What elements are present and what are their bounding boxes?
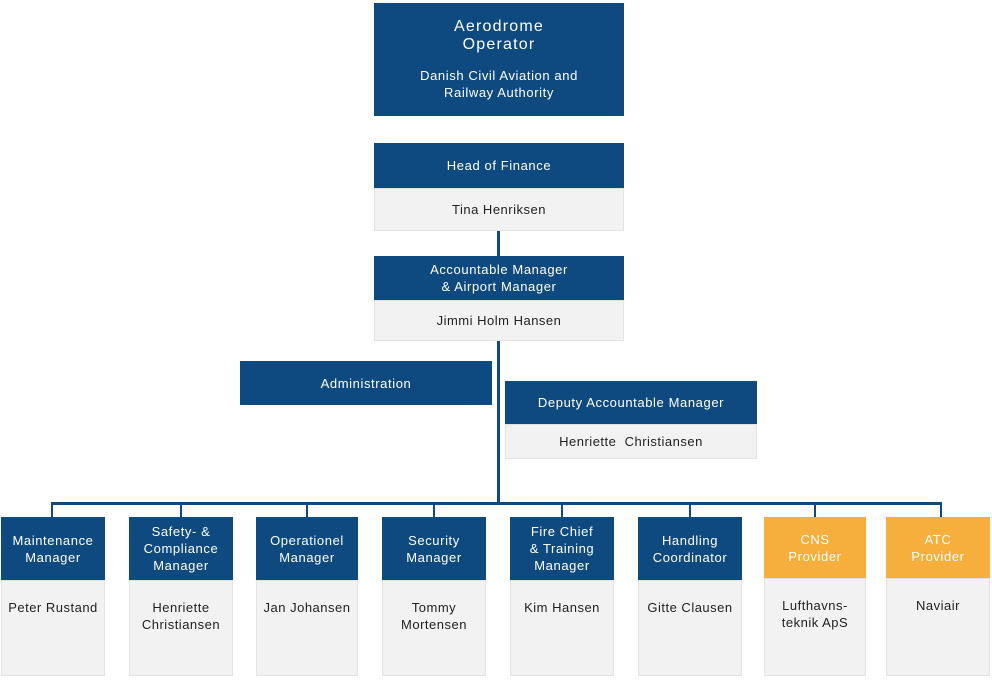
connector-main-vertical bbox=[497, 341, 500, 504]
provider-atc-title: ATC Provider bbox=[886, 517, 990, 578]
aerodrome-operator-subtitle: Danish Civil Aviation and Railway Author… bbox=[420, 68, 578, 100]
connector-drop-8 bbox=[940, 502, 942, 518]
provider-atc-name: Naviair bbox=[886, 578, 990, 676]
head-of-finance-name: Tina Henriksen bbox=[374, 188, 624, 231]
dept-operational-name: Jan Johansen bbox=[256, 580, 358, 676]
connector-drop-2 bbox=[180, 502, 182, 518]
deputy-manager-name: Henriette Christiansen bbox=[505, 424, 757, 459]
dept-security-name: Tommy Mortensen bbox=[382, 580, 486, 676]
dept-maintenance-title: Maintenance Manager bbox=[1, 517, 105, 580]
head-of-finance-title: Head of Finance bbox=[374, 143, 624, 188]
deputy-manager-title: Deputy Accountable Manager bbox=[505, 381, 757, 424]
dept-security-title: Security Manager bbox=[382, 517, 486, 580]
connector-drop-1 bbox=[51, 502, 53, 518]
dept-fire-chief-name: Kim Hansen bbox=[510, 580, 614, 676]
dept-maintenance-name: Peter Rustand bbox=[1, 580, 105, 676]
connector-horizontal-bus bbox=[51, 502, 942, 505]
aerodrome-operator-box: Aerodrome Operator Danish Civil Aviation… bbox=[374, 3, 624, 116]
dept-safety-name: Henriette Christiansen bbox=[129, 580, 233, 676]
dept-handling-title: Handling Coordinator bbox=[638, 517, 742, 580]
dept-safety-title: Safety- & Compliance Manager bbox=[129, 517, 233, 580]
aerodrome-operator-title: Aerodrome Operator bbox=[454, 18, 544, 53]
connector-drop-5 bbox=[561, 502, 563, 518]
accountable-manager-title: Accountable Manager & Airport Manager bbox=[374, 256, 624, 300]
dept-fire-chief-title: Fire Chief & Training Manager bbox=[510, 517, 614, 580]
connector-drop-3 bbox=[306, 502, 308, 518]
connector-finance-accountable bbox=[497, 231, 500, 256]
connector-drop-4 bbox=[433, 502, 435, 518]
dept-operational-title: Operationel Manager bbox=[256, 517, 358, 580]
administration-box: Administration bbox=[240, 361, 492, 405]
accountable-manager-name: Jimmi Holm Hansen bbox=[374, 300, 624, 341]
provider-cns-title: CNS Provider bbox=[764, 517, 866, 578]
connector-drop-6 bbox=[689, 502, 691, 518]
connector-drop-7 bbox=[814, 502, 816, 518]
provider-cns-name: Lufthavns- teknik ApS bbox=[764, 578, 866, 676]
dept-handling-name: Gitte Clausen bbox=[638, 580, 742, 676]
